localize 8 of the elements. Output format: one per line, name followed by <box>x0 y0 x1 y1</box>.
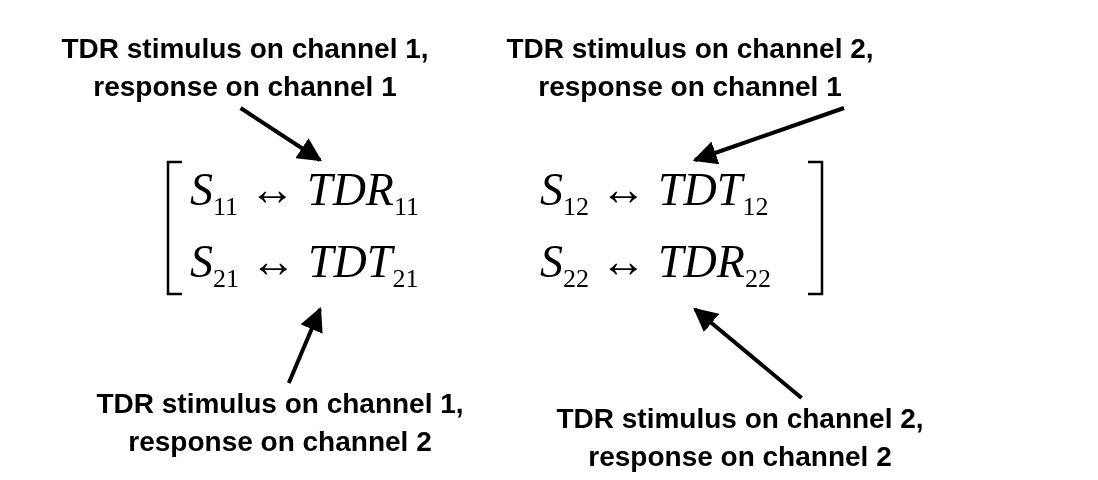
callout-text: TDR stimulus on channel 2, response on channel 2 <box>520 400 960 476</box>
arrow <box>286 307 323 384</box>
arrow <box>239 106 322 162</box>
arrow <box>692 106 845 165</box>
callout-text: TDR stimulus on channel 1, response on channel 1 <box>25 30 465 106</box>
callout-text: TDR stimulus on channel 1, response on channel 2 <box>60 385 500 461</box>
arrow <box>693 307 803 400</box>
callout-text: TDR stimulus on channel 2, response on channel 1 <box>470 30 910 106</box>
